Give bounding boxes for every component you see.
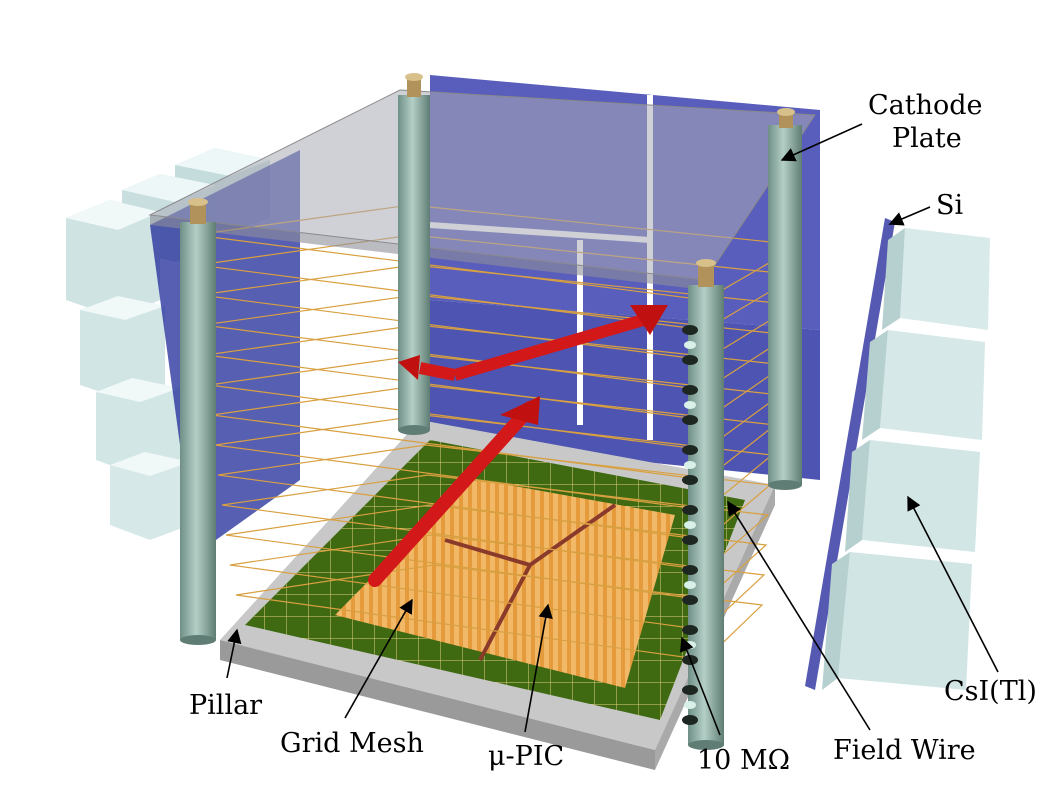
right-csi-block [882,228,990,330]
leader-lines [226,123,999,736]
pillar-leader [226,628,242,679]
pillar-back-right [768,108,802,490]
left-csi-block [96,378,180,476]
pillar-front-left [180,198,216,645]
left-csi-block [110,452,190,540]
label-pillar: Pillar [189,690,262,721]
csi-leader [907,495,999,673]
left-csi-block [80,296,165,400]
left-csi-array [66,148,270,540]
left-csi-block [66,200,160,318]
label-csi: CsI(Tl) [944,676,1037,707]
right-csi-array [822,228,990,690]
pillar-back-left [398,73,430,435]
label-cathode-line1: Cathode [868,90,983,121]
resistor-leader [680,636,721,736]
particle-track [444,503,617,661]
label-resistor: 10 MΩ [697,745,790,776]
label-cathode-line2: Plate [892,123,962,154]
field-wire-leader [727,500,871,731]
cathode-leader [780,123,863,162]
right-csi-block [862,330,985,440]
grid-mesh-leader [344,598,413,719]
label-field-wire: Field Wire [833,735,976,766]
mu-pic-leader [524,603,553,733]
label-mu-pic: μ-PIC [488,741,564,772]
right-csi-block [845,440,980,552]
label-grid-mesh: Grid Mesh [280,728,424,759]
right-si-plane [805,218,895,690]
si-leader [888,206,931,226]
label-si: Si [936,190,963,221]
right-csi-block [822,552,972,690]
particle-arrows [368,305,668,587]
